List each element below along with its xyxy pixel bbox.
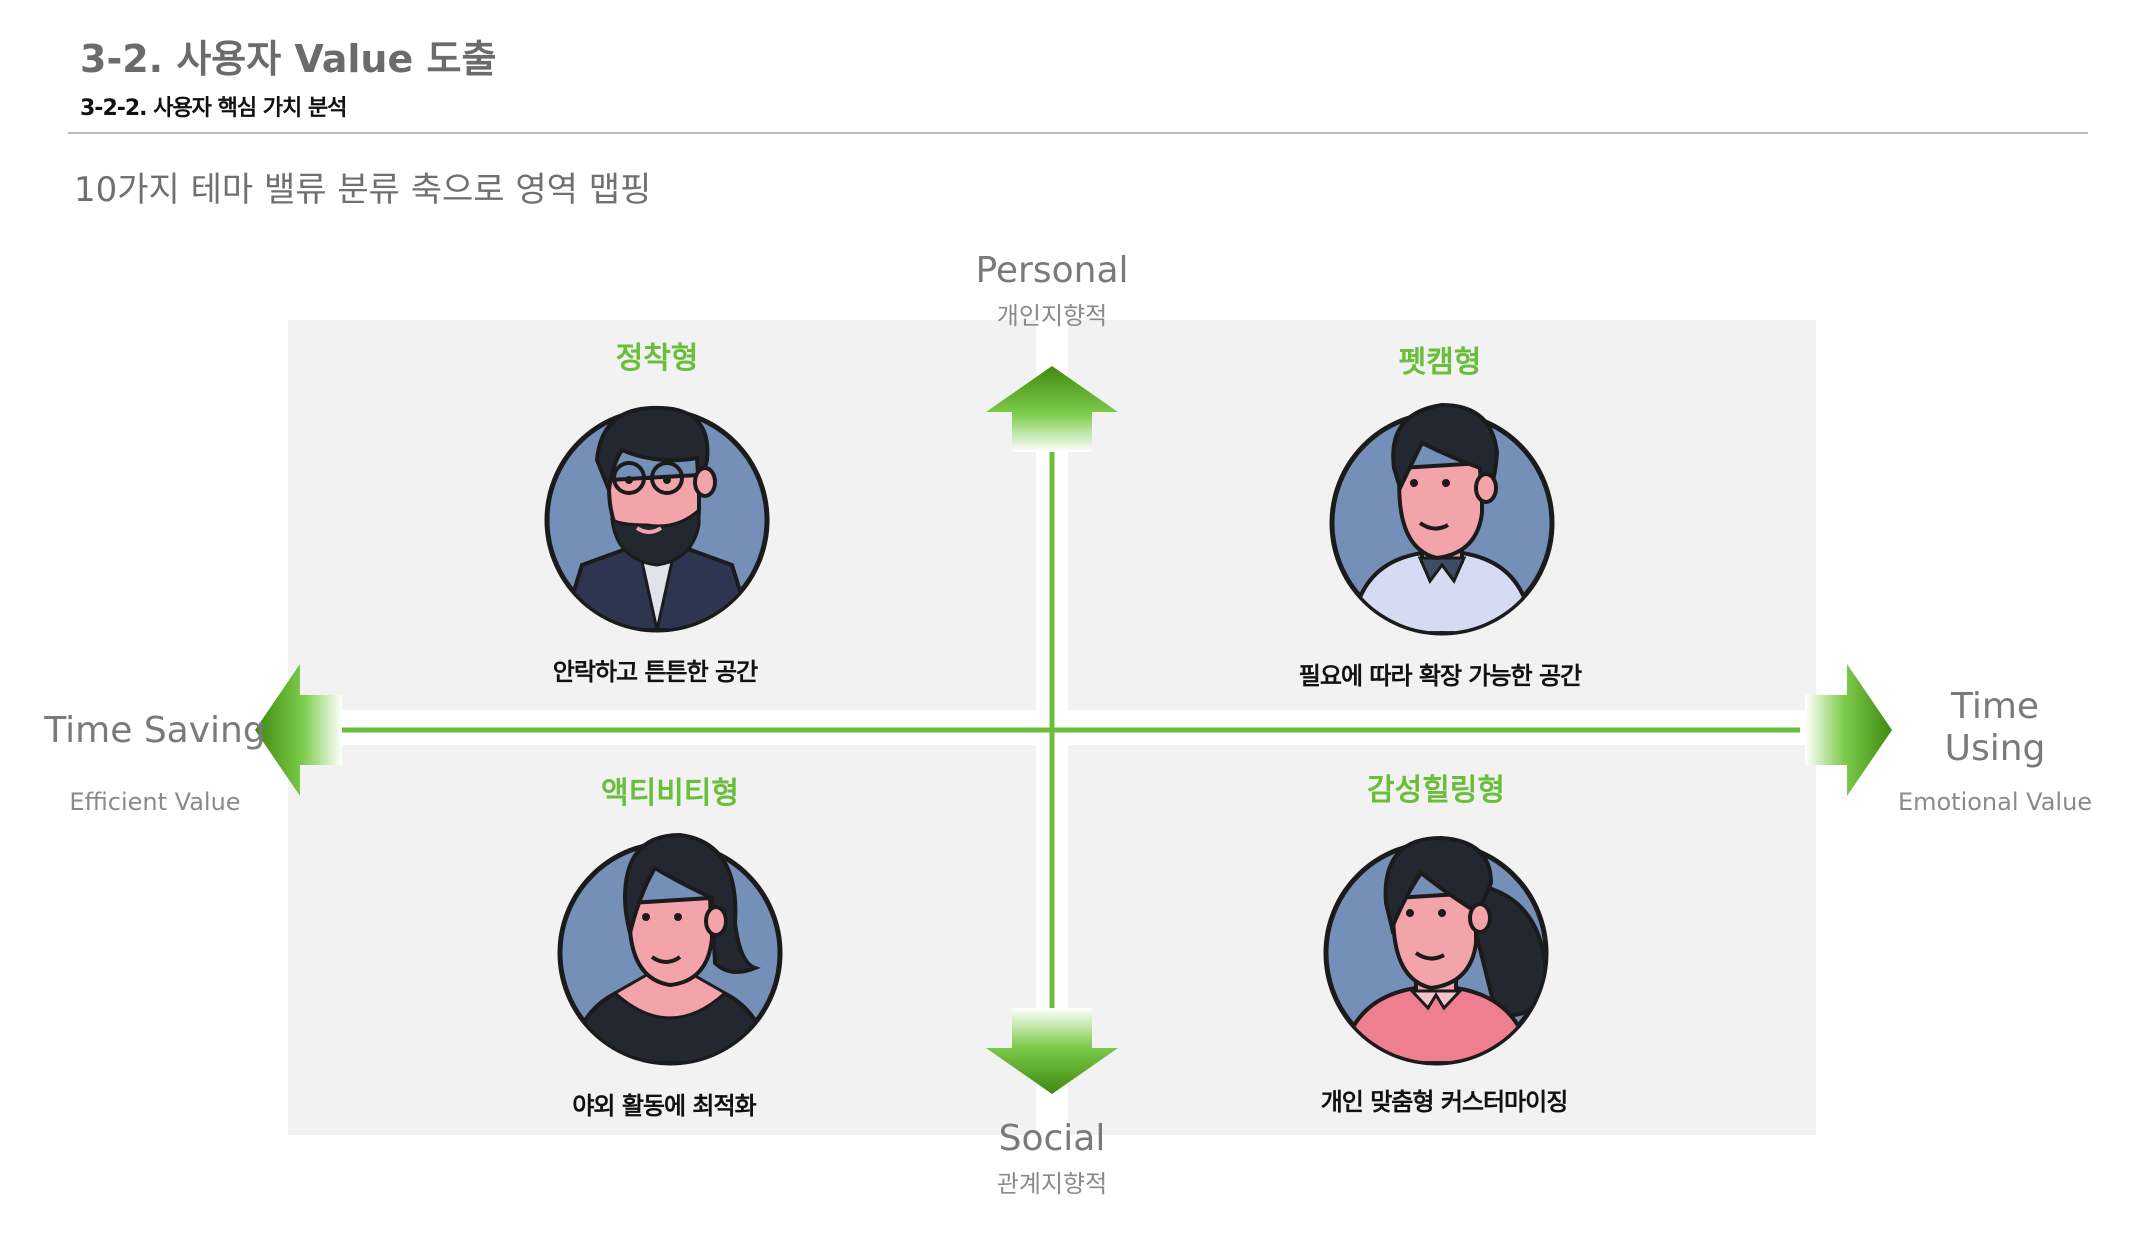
page-title: 3-2. 사용자 Value 도출 bbox=[80, 37, 497, 81]
diagram-caption: 10가지 테마 밸류 분류 축으로 영역 맵핑 bbox=[74, 170, 652, 210]
axis-bottom-sublabel: 관계지향적 bbox=[996, 1170, 1108, 1198]
section-subtitle: 3-2-2. 사용자 핵심 가치 분석 bbox=[80, 96, 347, 121]
axis-right-label-line1: Time bbox=[1950, 686, 2040, 727]
axis-top-label: Personal bbox=[975, 250, 1129, 291]
arrow-up-icon bbox=[986, 366, 1118, 452]
woman-avatar-icon bbox=[557, 832, 783, 1066]
quadrant-title-healing: 감성힐링형 bbox=[1367, 773, 1505, 808]
quadrant-desc-activity: 야외 활동에 최적화 bbox=[572, 1092, 756, 1120]
ponytail-woman-avatar-icon bbox=[1323, 835, 1549, 1066]
arrow-down-icon bbox=[986, 1008, 1118, 1094]
quadrant-desc-healing: 개인 맞춤형 커스터마이징 bbox=[1320, 1088, 1569, 1116]
young-man-avatar-icon bbox=[1329, 402, 1555, 636]
quadrant-title-petcamp: 펫캠형 bbox=[1398, 345, 1482, 380]
bearded-man-avatar-icon bbox=[544, 405, 770, 633]
axis-bottom-label: Social bbox=[998, 1118, 1106, 1159]
axis-right-label-line2: Using bbox=[1944, 728, 2046, 769]
arrow-right-icon bbox=[1805, 664, 1892, 796]
quadrant-desc-petcamp: 필요에 따라 확장 가능한 공간 bbox=[1298, 662, 1582, 690]
axis-left-sublabel: Efficient Value bbox=[69, 788, 241, 816]
arrow-left-icon bbox=[255, 664, 342, 796]
axis-right-sublabel: Emotional Value bbox=[1897, 788, 2093, 816]
quadrant-desc-settled: 안락하고 튼튼한 공간 bbox=[552, 658, 758, 686]
quadrant-title-activity: 액티비티형 bbox=[601, 776, 739, 811]
quadrant-title-settled: 정착형 bbox=[615, 341, 699, 376]
axis-left-label: Time Saving bbox=[44, 710, 266, 751]
axis-top-sublabel: 개인지향적 bbox=[996, 302, 1108, 330]
header-divider bbox=[68, 132, 2088, 134]
